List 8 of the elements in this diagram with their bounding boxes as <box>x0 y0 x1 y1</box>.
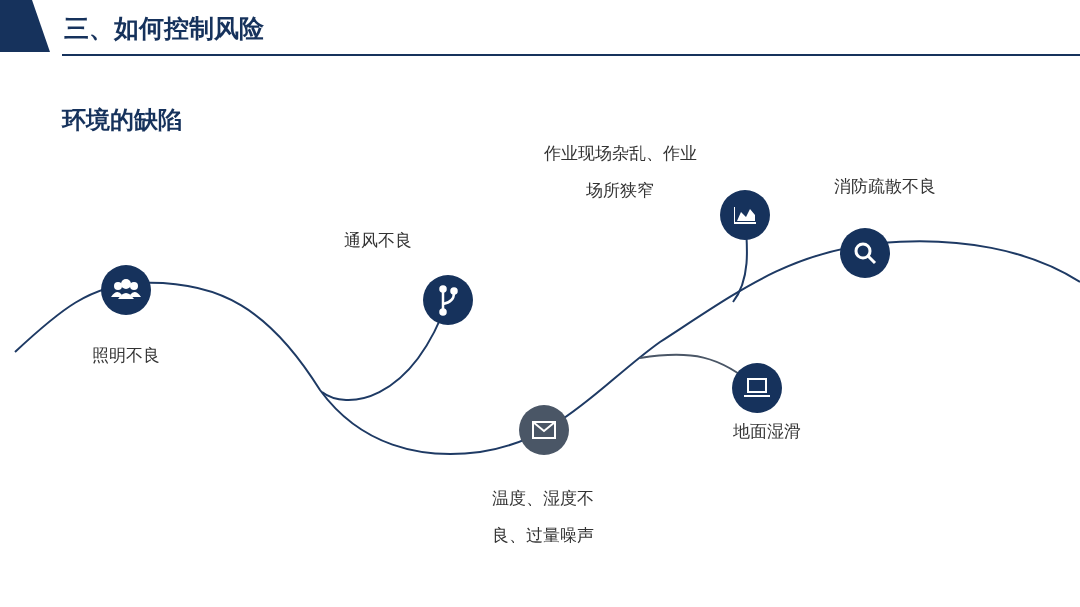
node-label: 通风不良 <box>343 229 413 252</box>
slide-title: 三、如何控制风险 <box>64 13 264 45</box>
node-label: 作业现场杂乱、作业场所狭窄 <box>542 142 698 202</box>
node-label: 消防疏散不良 <box>833 175 937 198</box>
node-label: 照明不良 <box>91 344 161 367</box>
node-label: 地面湿滑 <box>732 420 802 443</box>
node-label: 温度、湿度不良、过量噪声 <box>491 487 595 547</box>
section-heading: 环境的缺陷 <box>62 105 182 136</box>
